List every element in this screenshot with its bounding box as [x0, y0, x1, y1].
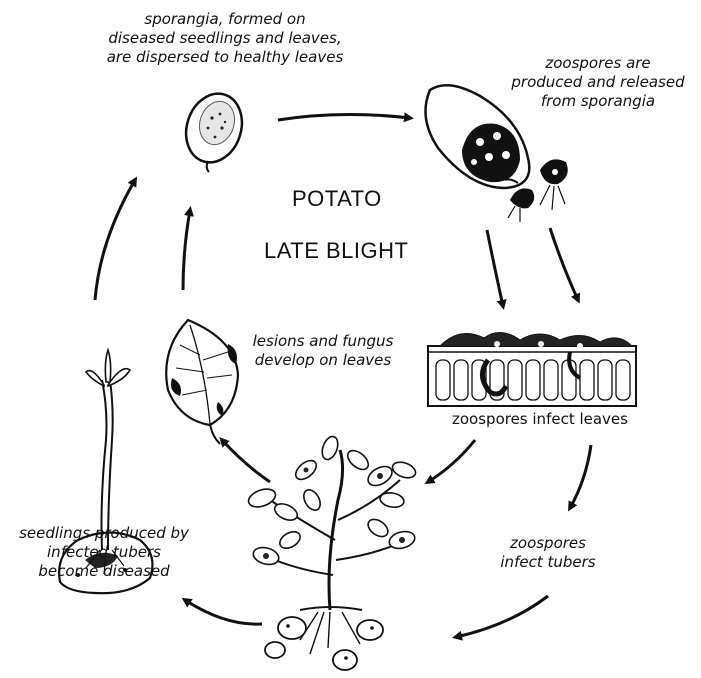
caption-seedlings-diseased: seedlings produced by infected tubers be… — [4, 524, 204, 581]
caption-zoospores-infect-leaves: zoospores infect leaves — [420, 410, 660, 428]
arrow-plant-to-seedling — [185, 600, 262, 624]
potato-plant-illustration — [246, 434, 418, 670]
arrow-zoospores-to-leaves-right — [550, 228, 578, 300]
arrow-tubers-to-plant — [456, 596, 548, 637]
sporangium-illustration — [178, 86, 251, 172]
diagram-title-line1: POTATO — [292, 186, 382, 212]
caption-zoospores-released: zoospores are produced and released from… — [498, 54, 698, 111]
leaf-cross-section-illustration — [428, 332, 636, 406]
lesioned-leaf-illustration — [166, 320, 238, 444]
caption-lesions-on-leaves: lesions and fungus develop on leaves — [238, 332, 408, 370]
arrow-zoospores-to-leaves-left — [487, 230, 503, 306]
diagram-title-line2: LATE BLIGHT — [264, 238, 408, 264]
arrow-leaves-to-tubers — [570, 445, 591, 508]
arrow-seedling-to-sporangia — [95, 180, 135, 300]
arrow-plant-to-lesion-leaf — [222, 440, 270, 482]
arrow-leaves-to-plant — [428, 440, 475, 482]
arrow-sporangia-to-zoospores — [278, 114, 410, 120]
caption-sporangia-dispersal: sporangia, formed on diseased seedlings … — [60, 10, 390, 67]
caption-zoospores-infect-tubers: zoospores infect tubers — [468, 534, 628, 572]
arrow-lesion-to-sporangia — [183, 210, 190, 290]
